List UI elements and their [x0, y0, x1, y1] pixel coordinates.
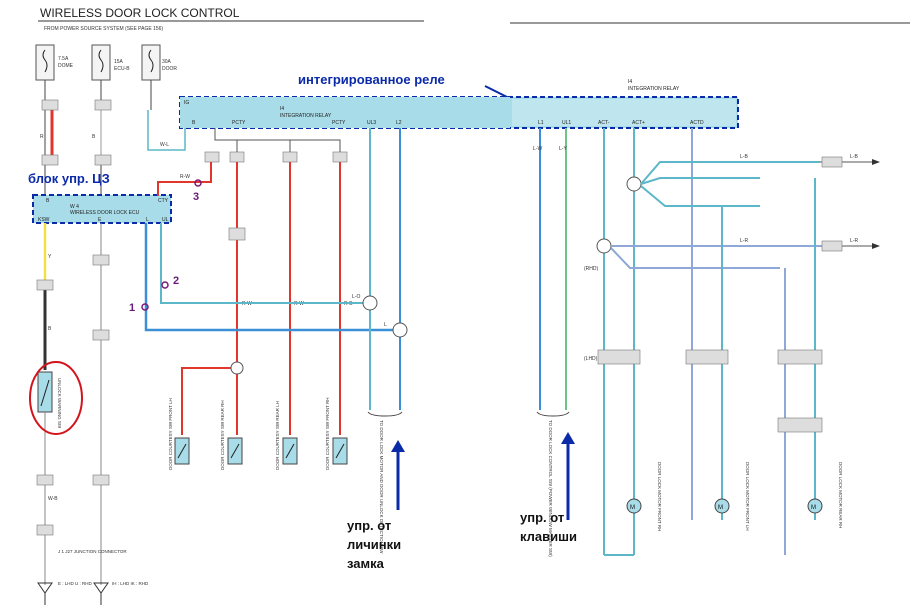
svg-text:CTY: CTY [158, 198, 169, 204]
svg-text:L: L [384, 322, 387, 328]
svg-text:INTEGRATION RELAY: INTEGRATION RELAY [280, 113, 332, 119]
svg-text:Y: Y [48, 254, 52, 260]
svg-text:(RHD): (RHD) [584, 266, 598, 272]
svg-text:M: M [718, 505, 723, 511]
svg-text:клавиши: клавиши [520, 529, 577, 544]
svg-text:DOOR COURTESY SW FRONT LH: DOOR COURTESY SW FRONT LH [168, 398, 173, 470]
svg-text:INTEGRATION RELAY: INTEGRATION RELAY [628, 86, 680, 92]
svg-text:ACT+: ACT+ [632, 120, 645, 126]
svg-text:E: E [98, 217, 102, 223]
svg-text:M: M [811, 505, 816, 511]
svg-text:L-B: L-B [740, 154, 748, 160]
right-relay-wires: L-W L-Y TO DOOR LOCK CONTROL SW (POWER W… [533, 128, 880, 557]
svg-text:TO DOOR LOCK MOTOR AND DOOR UN: TO DOOR LOCK MOTOR AND DOOR UNLOCK DETEC… [379, 420, 384, 554]
svg-text:J 1 J27 JUNCTION CONNECTOR: J 1 J27 JUNCTION CONNECTOR [58, 549, 127, 554]
svg-text:DOOR COURTESY SW REAR LH: DOOR COURTESY SW REAR LH [275, 401, 280, 470]
highlight-circle [29, 361, 83, 435]
svg-text:UL3: UL3 [367, 120, 376, 126]
ecu-control-wires: L-O L TO DOOR LOCK MOTOR AND DOOR UNLOCK… [144, 128, 408, 554]
svg-text:3: 3 [193, 191, 199, 203]
switch-control-annotation: упр. от клавиши [520, 432, 577, 544]
left-trunk-wires: W-L R B [40, 80, 186, 195]
diagram-title: WIRELESS DOOR LOCK CONTROL [40, 6, 240, 20]
svg-text:M: M [630, 505, 635, 511]
svg-text:15A: 15A [114, 59, 124, 65]
svg-text:DOOR LOCK MOTOR FRONT RH: DOOR LOCK MOTOR FRONT RH [657, 462, 662, 531]
svg-text:PCTY: PCTY [332, 120, 346, 126]
svg-text:(LHD): (LHD) [584, 356, 598, 362]
svg-text:L2: L2 [396, 120, 402, 126]
svg-text:ACTD: ACTD [690, 120, 704, 126]
svg-text:W-L: W-L [160, 142, 169, 148]
svg-text:L1: L1 [538, 120, 544, 126]
svg-text:DOOR LOCK MOTOR REAR RH: DOOR LOCK MOTOR REAR RH [838, 462, 843, 528]
integrated-relay-label: интегрированное реле [298, 72, 445, 87]
svg-text:2: 2 [173, 275, 179, 287]
svg-text:IH : LHD IK : RHD: IH : LHD IK : RHD [112, 581, 149, 586]
svg-text:E : LHD U : RHD: E : LHD U : RHD [58, 581, 93, 586]
svg-text:B: B [92, 134, 96, 140]
integration-relay-left: I4 INTEGRATION RELAY IG B PCTY PCTY UL3 … [179, 96, 739, 129]
svg-text:замка: замка [347, 556, 385, 571]
svg-text:W-B: W-B [48, 496, 58, 502]
svg-text:DOOR COURTESY SW REAR RH: DOOR COURTESY SW REAR RH [220, 400, 225, 470]
svg-text:30A: 30A [162, 59, 172, 65]
svg-text:PCTY: PCTY [232, 120, 246, 126]
ecu-block-label: блок упр. ЦЗ [28, 171, 110, 186]
svg-text:DOOR LOCK MOTOR FRONT LH: DOOR LOCK MOTOR FRONT LH [745, 462, 750, 531]
svg-text:UNLOCK WARNING SW: UNLOCK WARNING SW [57, 378, 62, 429]
power-source-note: FROM POWER SOURCE SYSTEM (SEE PAGE 156) [44, 26, 163, 32]
fuse-block: 7.5A DOME 15A ECU-B 30A DOOR [35, 44, 177, 81]
relay-connectors [204, 151, 348, 163]
svg-text:B: B [192, 120, 196, 126]
svg-text:KSW: KSW [38, 217, 50, 223]
svg-text:UL: UL [162, 217, 169, 223]
svg-text:IG: IG [184, 100, 189, 106]
svg-text:UL1: UL1 [562, 120, 571, 126]
svg-text:упр. от: упр. от [347, 518, 391, 533]
svg-text:DOME: DOME [58, 63, 74, 69]
switch-labels: DOOR COURTESY SW FRONT LH DOOR COURTESY … [168, 397, 330, 470]
svg-text:L-R: L-R [740, 238, 748, 244]
svg-text:W 4: W 4 [70, 204, 79, 210]
svg-text:DOOR COURTESY SW FRONT RH: DOOR COURTESY SW FRONT RH [325, 397, 330, 470]
svg-text:L-Y: L-Y [559, 146, 567, 152]
ground-left: J 1 J27 JUNCTION CONNECTOR E : LHD U : R… [37, 223, 149, 605]
svg-text:B: B [48, 326, 52, 332]
svg-text:B: B [46, 198, 50, 204]
svg-text:ACT-: ACT- [598, 120, 610, 126]
unlock-warning-branch: UNLOCK WARNING SW Y B W-B [36, 223, 62, 585]
svg-text:ECU-B: ECU-B [114, 66, 130, 72]
integration-relay-right: I4 INTEGRATION RELAY L1 UL1 ACT- ACT+ AC… [538, 79, 704, 126]
svg-text:R-W: R-W [180, 174, 190, 180]
svg-text:упр. от: упр. от [520, 510, 564, 525]
svg-text:L: L [146, 217, 149, 223]
svg-text:1: 1 [129, 302, 135, 314]
svg-text:L-B: L-B [850, 154, 858, 160]
svg-text:L-W: L-W [533, 146, 542, 152]
svg-text:L-R: L-R [850, 238, 858, 244]
door-lock-motors: M M M DOOR LOCK MOTOR FRONT RH DOOR LOCK… [626, 462, 843, 531]
svg-text:L-O: L-O [352, 294, 360, 300]
svg-text:I4: I4 [628, 79, 632, 85]
svg-text:7.5A: 7.5A [58, 56, 69, 62]
svg-text:I4: I4 [280, 106, 284, 112]
cylinder-control-annotation: упр. от личинки замка [347, 440, 405, 571]
svg-text:WIRELESS DOOR LOCK ECU: WIRELESS DOOR LOCK ECU [70, 210, 140, 216]
markers: 3 2 1 [129, 179, 202, 314]
wireless-door-lock-ecu: W 4 WIRELESS DOOR LOCK ECU B CTY KSW E L… [32, 194, 172, 224]
svg-text:личинки: личинки [347, 537, 401, 552]
door-courtesy-switches [174, 437, 348, 465]
door-courtesy-wires: R-W R-W R-W R-B [157, 162, 353, 435]
svg-text:DOOR: DOOR [162, 66, 177, 72]
svg-text:R: R [40, 134, 44, 140]
svg-text:TO DOOR LOCK CONTROL SW (POWER: TO DOOR LOCK CONTROL SW (POWER WINDOW MA… [548, 420, 553, 557]
